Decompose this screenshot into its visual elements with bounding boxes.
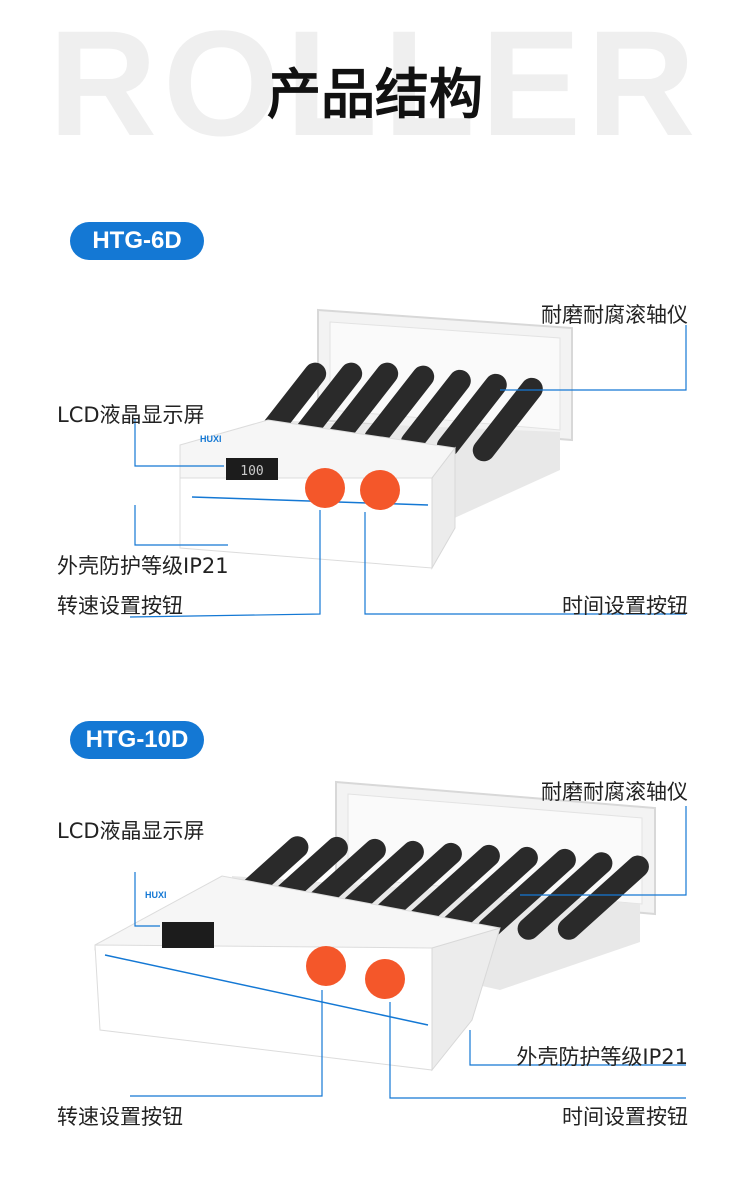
htg-10d-device-illustration: HUXI	[94, 780, 687, 1099]
brand-logo: HUXI	[200, 434, 222, 444]
label-shell-1: 外壳防护等级IP21	[57, 554, 229, 578]
speed-knob	[305, 468, 345, 508]
lcd-screen	[162, 922, 214, 948]
label-lcd-2: LCD液晶显示屏	[57, 819, 205, 843]
label-rollers-1: 耐磨耐腐滚轴仪	[541, 303, 688, 327]
label-shell-2: 外壳防护等级IP21	[516, 1045, 688, 1069]
label-speed-1: 转速设置按钮	[57, 594, 183, 618]
label-time-2: 时间设置按钮	[562, 1105, 688, 1129]
brand-logo: HUXI	[145, 890, 167, 900]
label-rollers-2: 耐磨耐腐滚轴仪	[541, 780, 688, 804]
htg-6d-device-illustration: 100 HUXI	[129, 308, 687, 618]
lcd-screen	[226, 458, 278, 480]
model-badge-htg-10d: HTG-10D	[70, 721, 204, 759]
model-badge-htg-6d: HTG-6D	[70, 222, 204, 260]
time-knob	[365, 959, 405, 999]
page-title: 产品结构	[267, 63, 483, 126]
label-lcd-1: LCD液晶显示屏	[57, 403, 205, 427]
roller-group	[259, 362, 543, 462]
background-watermark-word: ROLLER	[48, 0, 702, 167]
speed-knob	[306, 946, 346, 986]
time-knob	[360, 470, 400, 510]
label-time-1: 时间设置按钮	[562, 594, 688, 618]
label-speed-2: 转速设置按钮	[57, 1105, 183, 1129]
lcd-display-value: 100	[240, 464, 263, 479]
